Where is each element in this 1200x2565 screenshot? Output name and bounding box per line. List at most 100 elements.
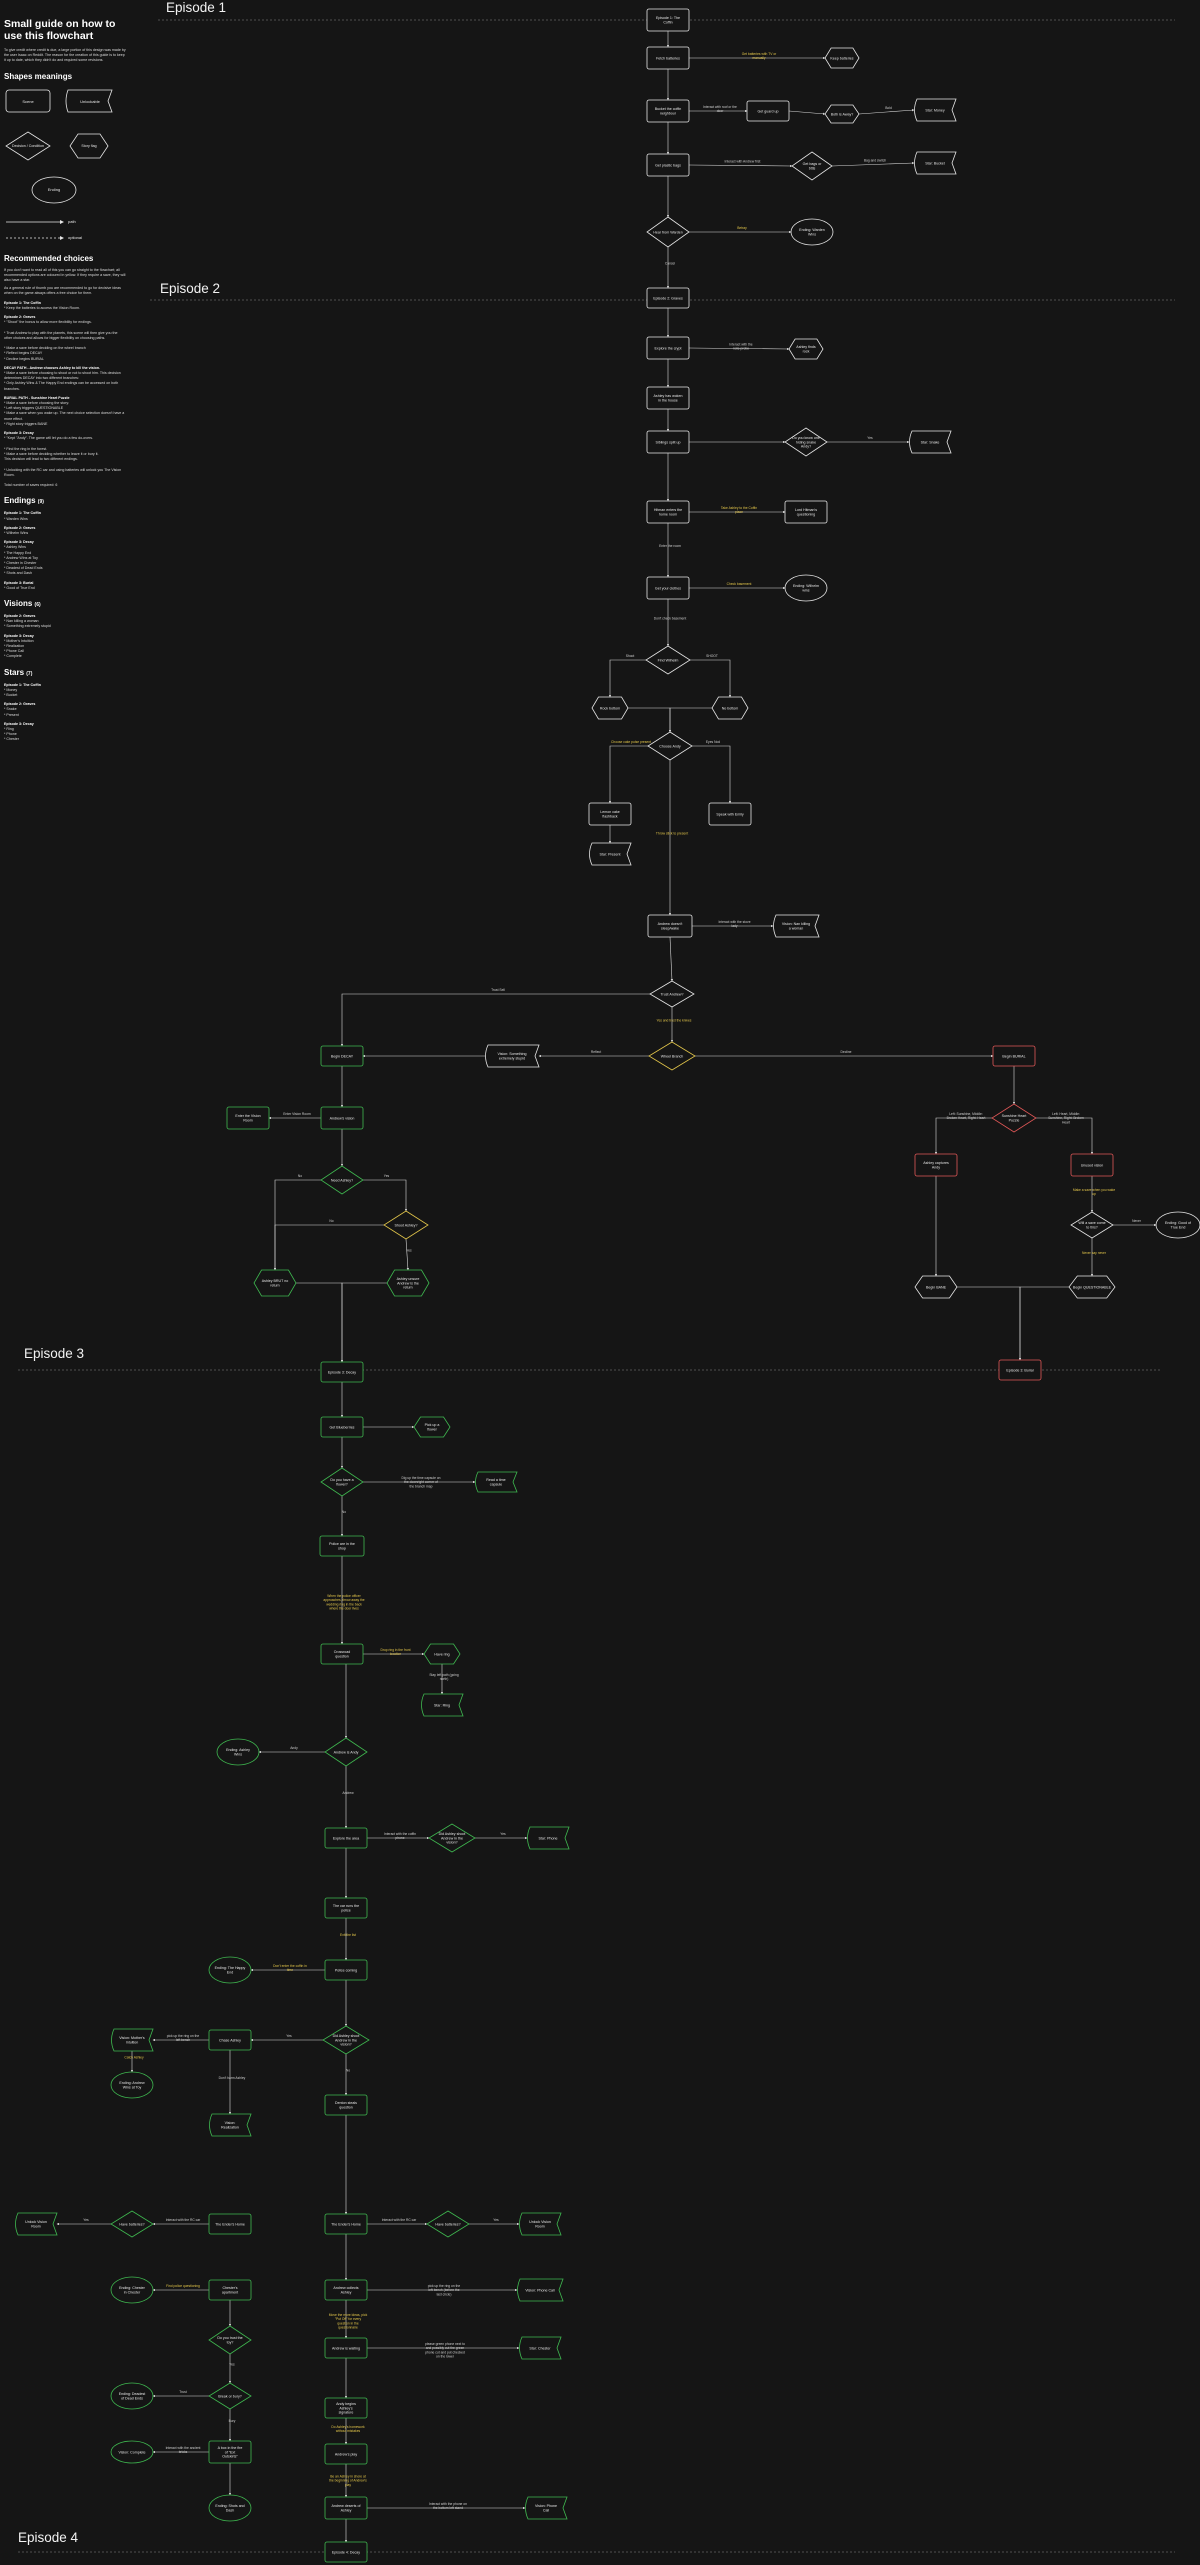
node-label: Realization [221, 2125, 239, 2129]
node-label: Star: Phone [539, 1836, 558, 1840]
node-label: Have ring [434, 1652, 449, 1656]
edge-findwilhelm-tobottom: SHOOT [690, 654, 732, 698]
ending-shape [208, 2494, 252, 2522]
node-label: Dash [226, 2508, 234, 2512]
edge-findwilhelm-rockbottom: Shoot [608, 654, 646, 698]
edge-line [688, 347, 790, 351]
unlockable-shape [519, 2212, 562, 2236]
node-label: Siblings split up [656, 440, 681, 444]
node-starchester: Star: Chester [519, 2336, 562, 2360]
node-label: flower [427, 1427, 437, 1431]
node-label: Get your clothes [655, 586, 681, 590]
recommended-group-text: * "Shoot" the bonus to allow more flexib… [4, 320, 118, 361]
edge-label: Sunshine, Right: Broken [1048, 1116, 1084, 1120]
legend-unlockable-shape [65, 89, 113, 113]
edge-label: Yes [500, 1832, 506, 1836]
node-label: Chester's [222, 2286, 237, 2290]
edge-label: Don't check basement [654, 617, 687, 621]
decision-shape [426, 2210, 470, 2238]
edge-label: phone cut and put checked [425, 2350, 465, 2354]
node-visioncomp: Vision: Complete [110, 2440, 154, 2464]
unlockable-shape [475, 1471, 518, 1493]
scene-shape [324, 2541, 368, 2563]
stars-group-heading: Episode 3: Decay [4, 721, 34, 726]
recommended-group-heading: Episode 2: Graves [4, 315, 36, 320]
edge-label: where the door lives [329, 1607, 359, 1611]
node-label: Episode 2: Graves [653, 296, 683, 300]
edge-label: Interact with the RC car [166, 2218, 201, 2222]
scene-shape [646, 500, 690, 524]
edge-line [608, 745, 648, 804]
node-label: Ashley unsure [397, 1277, 420, 1281]
scene-shape [646, 386, 690, 410]
node-label: Ashley captures [923, 1161, 949, 1165]
edge-label: left bench [176, 2038, 190, 2042]
edge-label: Yes [286, 2034, 292, 2038]
scene-shape [324, 2279, 368, 2301]
decision-shape [208, 2325, 252, 2355]
node-label: Need Ashley? [331, 1178, 353, 1182]
ending-shape [110, 2071, 154, 2099]
visions-list: Episode 2: Graves* Nan killing a woman *… [4, 614, 126, 660]
edge-label: Dig up the time capsule on [401, 1476, 440, 1480]
edge-doyouhave-police: No [340, 1496, 346, 1537]
edge-needashley-ashleybrut: No [273, 1174, 321, 1271]
node-label: Bucket the coffin [655, 107, 682, 111]
edge-label: Interact with the ancient [166, 2446, 201, 2450]
edge-label: Decline [841, 1050, 852, 1054]
scene-shape [208, 2213, 252, 2235]
endings-group-heading: Episode 3: Burial [4, 580, 34, 585]
ending-shape [784, 574, 828, 602]
decision-shape [791, 151, 833, 181]
edge-line [690, 659, 732, 698]
node-label: Ending: Good of [1165, 1221, 1191, 1225]
node-label: Unlock Vision [529, 2220, 551, 2224]
shapes-heading: Shapes meanings [4, 71, 73, 81]
node-label: Pick up a [425, 1423, 440, 1427]
edge-bitaway-starmoney: Bold [858, 106, 915, 115]
edge-label: Bold [885, 106, 892, 110]
edge-label: note-probe [733, 347, 749, 351]
node-label: Ending: Chester [119, 2286, 146, 2290]
node-chaseashley: Chase Ashley [208, 2029, 252, 2051]
shapes-legend: Scene Unlockable Decision / Condition St… [4, 86, 126, 316]
node-label: extremely stupid [499, 1056, 525, 1060]
edge-sunshine-ashleycapture: Left: Sunshine, Middle:Broken Heart, Rig… [934, 1112, 992, 1155]
edge-line [688, 164, 793, 168]
node-label: Shoot Ashley? [395, 1223, 418, 1227]
scene-shape [647, 914, 693, 938]
edge-brains-endcomplete: Trust [152, 2390, 209, 2398]
node-label: sleep/wake [661, 926, 679, 930]
edge-label: approaches, throw away the [323, 1598, 364, 1602]
edge-tobottom-choosecorn [668, 707, 712, 733]
edge-label: Trust [179, 2390, 186, 2394]
scene-shape [226, 1106, 270, 1130]
node-andrewwaiting: Andrew is waiting [324, 2337, 368, 2359]
node-label: True End [1171, 1225, 1186, 1229]
edge-getyour-endwilhelm: Check basement [689, 582, 786, 590]
legend-label-unlockable: Unlockable [80, 99, 101, 104]
scene-shape [646, 287, 690, 309]
edge-hitman-getyour: Enter the room [659, 523, 681, 578]
edge-chapart-endchester: Find police questioning [152, 2284, 209, 2292]
edge-beginquest-e3burial [1018, 1286, 1069, 1361]
recommended-intro: If you don't want to read all of this yo… [4, 267, 126, 283]
recommended-group-text: * Make a save before choosing to shoot o… [4, 371, 121, 391]
story-flag-shape [824, 47, 860, 69]
node-label: police [341, 1908, 350, 1912]
edge-label: No [342, 1510, 346, 1514]
node-label: Have batteries? [435, 2222, 460, 2226]
node-label: Andrew deserts of [332, 2504, 361, 2508]
unlockable-shape [589, 842, 632, 866]
edge-line [668, 707, 712, 733]
edge-label: Cancel [665, 262, 676, 266]
